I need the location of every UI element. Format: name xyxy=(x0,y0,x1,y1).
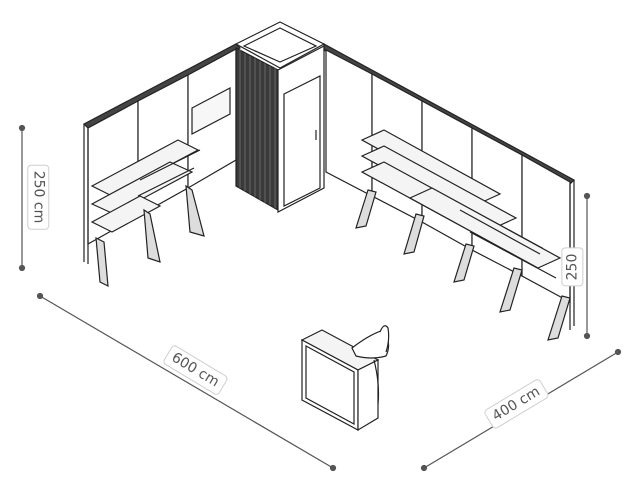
shelf xyxy=(408,187,562,269)
stool-seat xyxy=(351,329,390,359)
left-back-wall xyxy=(82,43,242,288)
shelf-stand-leg xyxy=(355,189,377,229)
shelf-stand-leg xyxy=(547,295,571,341)
dim-dot xyxy=(329,464,337,472)
dim-dot xyxy=(18,124,26,132)
storage-door xyxy=(283,75,321,207)
shelf xyxy=(90,195,162,233)
shelf xyxy=(90,161,194,215)
counter-side xyxy=(357,359,379,432)
shelf-stand-leg xyxy=(499,267,523,313)
dimension-lines xyxy=(18,124,622,472)
shelf-stand-leg xyxy=(453,243,475,283)
shelf-edge xyxy=(137,167,195,197)
shelf-stand-leg xyxy=(403,213,425,255)
left-wall-top-rail xyxy=(82,43,242,129)
shelf-edge xyxy=(459,209,541,255)
dim-dot xyxy=(420,464,428,472)
shelf-stand-leg xyxy=(95,236,109,288)
dim-dot xyxy=(18,264,26,272)
shelf-stand-leg xyxy=(185,184,205,237)
bar-stool xyxy=(351,325,390,405)
height-label-left: 250 cm xyxy=(27,164,50,230)
sign-board xyxy=(191,87,231,135)
striped-panel xyxy=(235,47,279,212)
shelf-edge xyxy=(139,149,201,181)
shelf-stand-leg xyxy=(143,208,161,263)
dim-dot xyxy=(583,332,591,340)
stool-leg xyxy=(373,359,380,405)
dim-dot xyxy=(36,292,44,300)
dim-dot xyxy=(583,192,591,200)
right-back-wall xyxy=(323,42,575,341)
counter-front-inner xyxy=(305,344,355,426)
shelf-edge xyxy=(469,231,557,279)
stool-back xyxy=(379,325,390,353)
corner-column xyxy=(234,21,326,213)
shelf xyxy=(90,139,200,197)
panel-stripes xyxy=(239,50,276,208)
dim-line-width-front xyxy=(39,295,334,469)
reception-counter xyxy=(300,329,380,432)
height-label-right: 250 xyxy=(561,247,584,287)
dim-dot xyxy=(614,348,622,356)
column-top-inner xyxy=(242,27,318,63)
